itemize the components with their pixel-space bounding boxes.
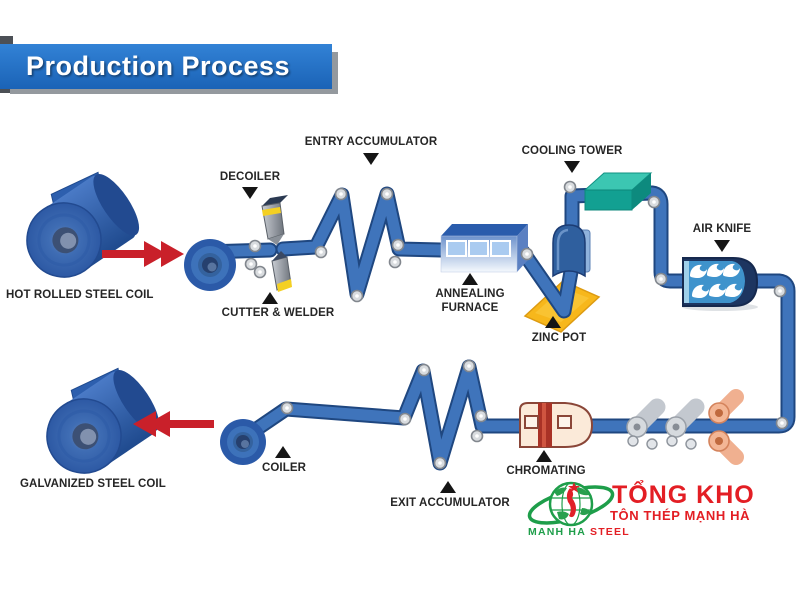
label-cooling-tower: COOLING TOWER bbox=[521, 145, 623, 157]
label-air-knife: AIR KNIFE bbox=[692, 223, 752, 235]
pointer-decoiler-icon bbox=[242, 187, 258, 199]
pointer-entry-accumulator-icon bbox=[363, 153, 379, 165]
cutter-welder-blocks bbox=[261, 195, 292, 292]
chromating-tunnel bbox=[519, 402, 594, 448]
hot-rolled-coil bbox=[26, 171, 140, 278]
pointer-annealing-furnace-icon bbox=[462, 273, 478, 285]
label-zinc-pot: ZINC POT bbox=[531, 332, 587, 344]
company-logo-globe-icon bbox=[527, 481, 615, 527]
zinc-pot-snout bbox=[552, 224, 591, 278]
logo-steel-text-red: STEEL bbox=[589, 526, 630, 538]
flow-arrow-right-icon bbox=[102, 241, 184, 267]
pointer-coiler-icon bbox=[275, 446, 291, 458]
air-knife bbox=[682, 257, 759, 311]
label-entry-accumulator: ENTRY ACCUMULATOR bbox=[304, 136, 438, 148]
logo-title: TỔNG KHO bbox=[612, 481, 755, 509]
title-banner: Production Process bbox=[0, 44, 332, 89]
cooling-tower bbox=[583, 172, 653, 211]
pointer-air-knife-icon bbox=[714, 240, 730, 252]
pointer-cooling-tower-icon bbox=[564, 161, 580, 173]
logo-steel-text-green: MANH HA bbox=[528, 526, 586, 538]
pointer-cutter-welder-icon bbox=[262, 292, 278, 304]
label-galvanized-steel-coil: GALVANIZED STEEL COIL bbox=[20, 478, 166, 490]
annealing-furnace bbox=[440, 224, 528, 273]
label-coiler: COILER bbox=[261, 462, 307, 474]
label-hot-rolled-steel-coil: HOT ROLLED STEEL COIL bbox=[6, 289, 154, 301]
label-annealing-furnace: ANNEALING FURNACE bbox=[435, 288, 505, 314]
decoiler-coil bbox=[184, 239, 236, 291]
copper-rollers bbox=[708, 389, 744, 465]
silver-rollers bbox=[626, 398, 705, 450]
label-chromating: CHROMATING bbox=[506, 465, 586, 477]
coiler-coil bbox=[220, 419, 266, 465]
flow-arrow-left-icon bbox=[133, 411, 214, 437]
logo-subtitle: TÔN THÉP MẠNH HÀ bbox=[610, 508, 751, 523]
pointer-chromating-icon bbox=[536, 450, 552, 462]
label-exit-accumulator: EXIT ACCUMULATOR bbox=[390, 497, 510, 509]
pointer-zinc-pot-icon bbox=[545, 316, 561, 328]
label-decoiler: DECOILER bbox=[219, 171, 281, 183]
label-cutter-welder: CUTTER & WELDER bbox=[221, 307, 335, 319]
pointer-exit-accumulator-icon bbox=[440, 481, 456, 493]
page-title: Production Process bbox=[26, 51, 291, 81]
